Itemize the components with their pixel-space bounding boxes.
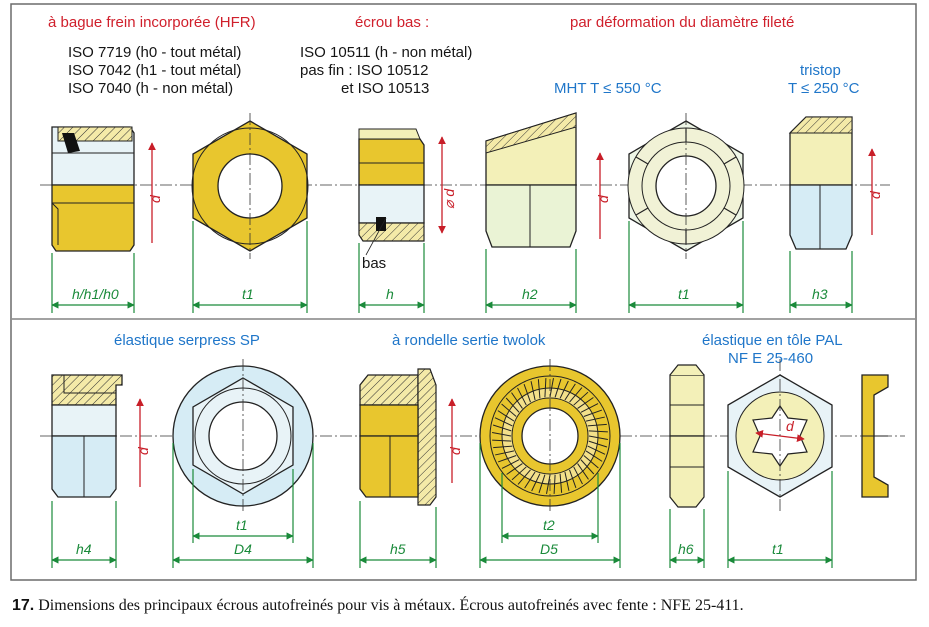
dim-h4: h4 — [76, 541, 92, 557]
autofreine-nuts-diagram: à bague frein incorporée (HFR) ISO 7719 … — [10, 3, 917, 581]
dim-t1-mht: t1 — [678, 286, 690, 302]
dim-h6: h6 — [678, 541, 694, 557]
label-bas: bas — [362, 255, 386, 272]
dim-h5: h5 — [390, 541, 406, 557]
figure-caption: 17. Dimensions des principaux écrous aut… — [12, 597, 917, 615]
dim-h-h1-h0: h/h1/h0 — [72, 286, 119, 302]
dim-h3: h3 — [812, 286, 828, 302]
label-d-twolok: d — [447, 446, 463, 455]
dim-h2: h2 — [522, 286, 538, 302]
header-serpress: élastique serpress SP — [114, 332, 260, 349]
label-d-hfr: d — [147, 194, 163, 203]
iso-hfr-1: ISO 7719 (h0 - tout métal) — [68, 44, 241, 61]
ecrou-bas-side-view: bas — [358, 128, 425, 272]
twolok-side-view — [359, 368, 437, 506]
dim-h-bas: h — [386, 286, 394, 302]
label-d-tristop: d — [867, 190, 883, 199]
label-tristop-temp: T ≤ 250 °C — [788, 80, 860, 97]
label-tristop: tristop — [800, 62, 841, 79]
pal-front-view: d — [727, 359, 833, 513]
iso-hfr-2: ISO 7042 (h1 - tout métal) — [68, 62, 241, 79]
tristop-side-view — [788, 116, 853, 250]
mht-front-view — [627, 113, 745, 259]
header-pal-norm: NF E 25-460 — [728, 350, 813, 367]
dim-t2: t2 — [543, 517, 555, 533]
ecrou-bas-d-arrow: ⌀ d — [438, 136, 457, 234]
header-ecrou-bas: écrou bas : — [355, 14, 429, 31]
dim-t1-hfr: t1 — [242, 286, 254, 302]
label-mht: MHT T ≤ 550 °C — [554, 80, 662, 97]
hfr-d-arrow: d — [147, 142, 163, 243]
header-hfr: à bague frein incorporée (HFR) — [48, 14, 256, 31]
serpress-front-view — [172, 359, 314, 513]
twolok-front-view — [479, 359, 621, 513]
header-pal: élastique en tôle PAL — [702, 332, 843, 349]
caption-text: Dimensions des principaux écrous autofre… — [38, 597, 744, 614]
iso-bas-1: ISO 10511 (h - non métal) — [300, 44, 472, 61]
header-deformation: par déformation du diamètre fileté — [570, 14, 794, 31]
pal-side-view — [669, 364, 705, 508]
dim-d4: D4 — [234, 541, 252, 557]
label-phi-d: ⌀ d — [441, 188, 457, 209]
header-twolok: à rondelle sertie twolok — [392, 332, 546, 349]
label-d-pal: d — [786, 418, 795, 434]
twolok-serrations — [492, 378, 608, 494]
dim-t1-pal: t1 — [772, 541, 784, 557]
iso-bas-3: et ISO 10513 — [341, 80, 429, 97]
iso-bas-2: pas fin : ISO 10512 — [300, 62, 428, 79]
dims-bottom — [51, 443, 833, 568]
label-d-mht: d — [595, 194, 611, 203]
mht-d-arrow: d — [595, 152, 611, 239]
label-d-serpress: d — [135, 446, 151, 455]
hfr-side-view — [51, 126, 135, 252]
iso-hfr-3: ISO 7040 (h - non métal) — [68, 80, 233, 97]
dim-t1-serpress: t1 — [236, 517, 248, 533]
mht-side-view — [485, 112, 577, 248]
serpress-d-arrow: d — [135, 398, 151, 487]
pal-clip-view — [861, 374, 889, 498]
dims-top — [51, 221, 853, 313]
hfr-front-view — [191, 113, 309, 259]
serpress-side-view — [51, 374, 123, 498]
caption-number: 17. — [12, 597, 35, 614]
twolok-d-arrow: d — [447, 398, 463, 483]
dim-d5: D5 — [540, 541, 558, 557]
tristop-d-arrow: d — [867, 148, 883, 235]
